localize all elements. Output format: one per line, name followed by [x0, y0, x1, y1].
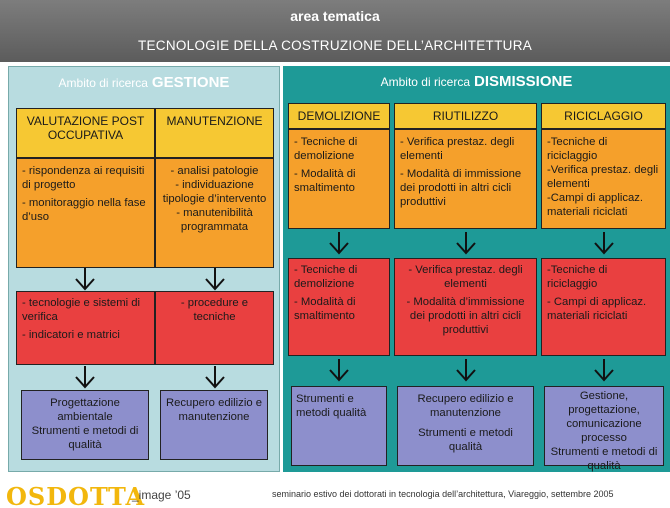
riciclaggio-red: -Tecniche di riciclaggio - Campi di appl…: [541, 258, 666, 356]
red-item: - indicatori e matrici: [22, 329, 120, 341]
down-arrow-icon: [74, 267, 96, 291]
head-label: VALUTAZIONE POST OCCUPATIVA: [26, 114, 145, 142]
blue-item: Strumenti e metodi qualità: [418, 427, 513, 453]
riutilizzo-head: RIUTILIZZO: [394, 103, 537, 129]
panel-title-dismissione: DISMISSIONE: [474, 73, 573, 90]
down-arrow-icon: [328, 231, 350, 255]
orange-item: -Verifica prestaz. degli elementi: [547, 164, 659, 190]
red-item: - Campi di applicaz. materiali riciclati: [547, 296, 647, 322]
demolizione-blue: Strumenti e metodi qualità: [291, 386, 387, 466]
red-item: - tecnologie e sistemi di verifica: [22, 297, 141, 323]
footnote: seminario estivo dei dottorati in tecnol…: [272, 489, 614, 499]
dismissione-panel: Ambito di ricerca DISMISSIONE DEMOLIZIONE…: [283, 66, 670, 472]
red-item: - Modalità d’immissione dei prodotti in …: [406, 296, 525, 336]
head-label: RICICLAGGIO: [564, 109, 643, 123]
head-label: DEMOLIZIONE: [297, 109, 381, 123]
valutazione-head: VALUTAZIONE POST OCCUPATIVA: [16, 108, 155, 158]
valutazione-red: - tecnologie e sistemi di verifica - ind…: [16, 291, 155, 365]
riutilizzo-red: - Verifica prestaz. degli elementi - Mod…: [394, 258, 537, 356]
footer: OSDOTTA _image ’05 seminario estivo dei …: [0, 478, 670, 508]
dismissione-panel-title: Ambito di ricerca DISMISSIONE: [283, 73, 670, 90]
riciclaggio-head: RICICLAGGIO: [541, 103, 666, 129]
valutazione-blue: Progettazione ambientale Strumenti e met…: [21, 390, 149, 460]
down-arrow-icon: [204, 365, 226, 389]
red-item: - Tecniche di demolizione: [294, 264, 358, 290]
blue-item: Gestione, progettazione, comunicazione p…: [566, 390, 642, 444]
logo-subtitle: _image ’05: [132, 488, 191, 502]
orange-item: -Tecniche di riciclaggio: [547, 136, 608, 162]
red-item: - procedure e tecniche: [180, 297, 249, 323]
riutilizzo-blue: Recupero edilizio e manutenzione Strumen…: [397, 386, 534, 466]
orange-item: - monitoraggio nella fase d’uso: [22, 197, 146, 223]
demolizione-head: DEMOLIZIONE: [288, 103, 390, 129]
demolizione-orange: - Tecniche di demolizione - Modalità di …: [288, 129, 390, 229]
down-arrow-icon: [593, 231, 615, 255]
down-arrow-icon: [593, 358, 615, 382]
riciclaggio-orange: -Tecniche di riciclaggio -Verifica prest…: [541, 129, 666, 229]
orange-item: - Tecniche di demolizione: [294, 136, 358, 162]
manutenzione-orange: - analisi patologie - individuazione tip…: [155, 158, 274, 268]
riciclaggio-blue: Gestione, progettazione, comunicazione p…: [544, 386, 664, 472]
red-item: -Tecniche di riciclaggio: [547, 264, 608, 290]
head-label: RIUTILIZZO: [432, 109, 499, 123]
manutenzione-head: MANUTENZIONE: [155, 108, 274, 158]
down-arrow-icon: [204, 267, 226, 291]
demolizione-red: - Tecniche di demolizione - Modalità di …: [288, 258, 390, 356]
blue-item: Strumenti e metodi di qualità: [31, 425, 139, 451]
orange-item: - Modalità di smaltimento: [294, 168, 356, 194]
blue-item: Recupero edilizio e manutenzione: [417, 393, 514, 419]
orange-item: - Modalità di immissione dei prodotti in…: [400, 168, 522, 208]
riutilizzo-orange: - Verifica prestaz. degli elementi - Mod…: [394, 129, 537, 229]
blue-item: Recupero edilizio e manutenzione: [165, 397, 263, 423]
orange-item: - Verifica prestaz. degli elementi: [400, 136, 515, 162]
manutenzione-blue: Recupero edilizio e manutenzione: [160, 390, 268, 460]
down-arrow-icon: [455, 358, 477, 382]
header-banner: area tematica TECNOLOGIE DELLA COSTRUZIO…: [0, 0, 670, 62]
panel-prefix: Ambito di ricerca: [380, 75, 470, 89]
theme-title: TECNOLOGIE DELLA COSTRUZIONE DELL’ARCHIT…: [137, 38, 533, 53]
blue-item: Strumenti e metodi di qualità: [550, 446, 658, 472]
down-arrow-icon: [74, 365, 96, 389]
orange-item: -Campi di applicaz. materiali riciclati: [547, 192, 644, 218]
blue-item: Progettazione ambientale: [50, 397, 120, 423]
orange-item: - rispondenza ai requisiti di progetto: [22, 165, 145, 191]
osdotta-logo: OSDOTTA: [6, 482, 146, 508]
panel-prefix: Ambito di ricerca: [58, 76, 148, 90]
area-label: area tematica: [290, 8, 380, 24]
down-arrow-icon: [455, 231, 477, 255]
down-arrow-icon: [328, 358, 350, 382]
orange-item: - analisi patologie: [170, 165, 259, 177]
red-item: - Verifica prestaz. degli elementi: [408, 264, 523, 290]
blue-item: Strumenti e metodi qualità: [296, 393, 367, 419]
red-item: - Modalità di smaltimento: [294, 296, 356, 322]
orange-item: - manutenibilità programmata: [176, 207, 253, 233]
panel-title-gestione: GESTIONE: [151, 74, 230, 91]
orange-item: - individuazione tipologie d’intervento: [162, 179, 267, 205]
head-label: MANUTENZIONE: [166, 114, 263, 128]
manutenzione-red: - procedure e tecniche: [155, 291, 274, 365]
valutazione-orange: - rispondenza ai requisiti di progetto -…: [16, 158, 155, 268]
